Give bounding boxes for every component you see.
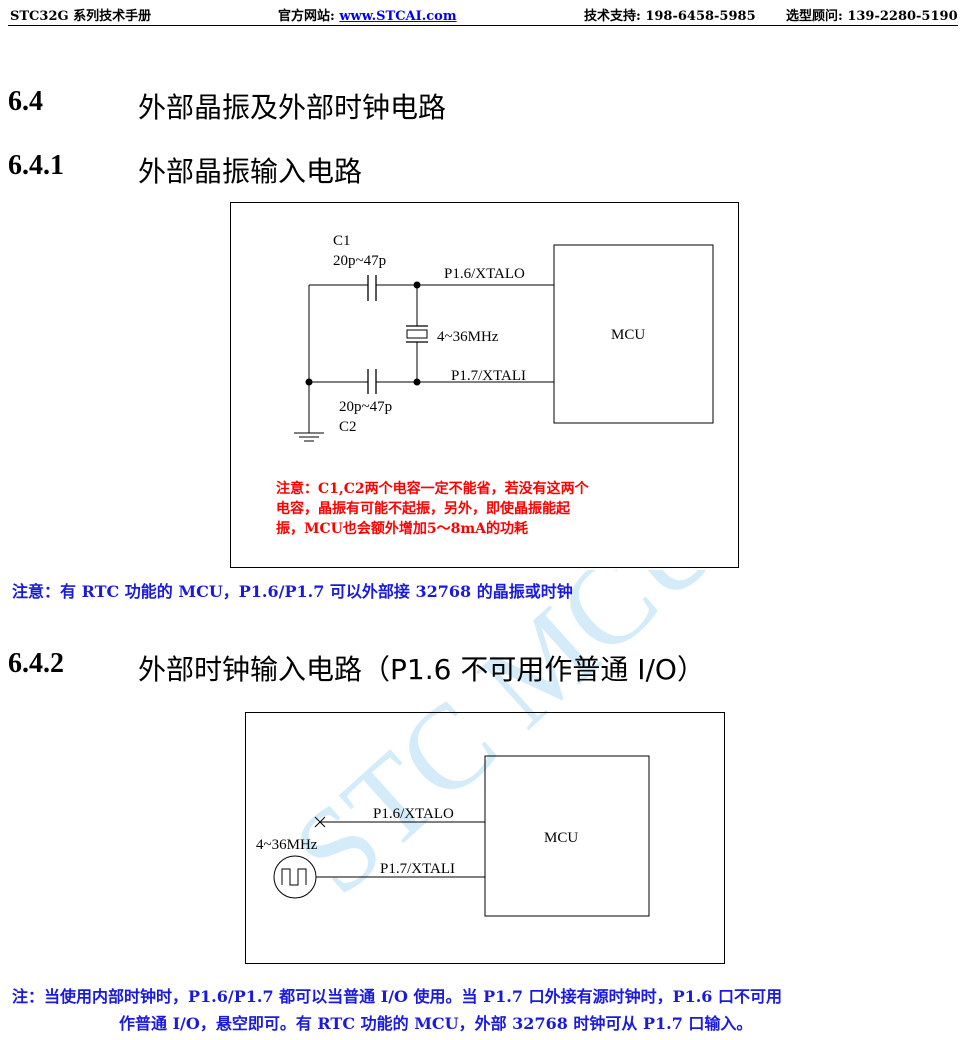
- subsection-1-title: 外部晶振输入电路: [138, 155, 363, 188]
- header-website-link[interactable]: www.STCAI.com: [339, 9, 457, 24]
- warning-line-2: 电容，晶振有可能不起振，另外，即使晶振能起: [276, 501, 570, 517]
- clock-note-line-2: 作普通 I/O，悬空即可。有 RTC 功能的 MCU，外部 32768 时钟可从…: [119, 1014, 753, 1033]
- crystal-circuit-diagram: MCU P1.6/XTALO P1.7/XTALI C1 20p~47p 20p…: [230, 202, 739, 568]
- header-support: 技术支持: 198-6458-5985: [584, 9, 756, 24]
- header-website: 官方网站: www.STCAI.com: [278, 5, 457, 24]
- clock-input-svg: MCU P1.6/XTALO 4~36MHz P1.7/XTALI: [256, 755, 650, 917]
- mcu-block-2: [484, 755, 650, 917]
- pin-xtalo-label: P1.6/XTALO: [444, 266, 525, 282]
- subsection-2-number: 6.4.2: [8, 648, 64, 679]
- clock-input-diagram: MCU P1.6/XTALO 4~36MHz P1.7/XTALI: [245, 712, 725, 964]
- subsection-1-number: 6.4.1: [8, 150, 64, 181]
- clock-usage-note: 注：当使用内部时钟时，P1.6/P1.7 都可以当普通 I/O 使用。当 P1.…: [12, 983, 782, 1037]
- crystal-symbol: [406, 329, 428, 339]
- header-manual-title: STC32G 系列技术手册: [10, 9, 152, 24]
- c1-value: 20p~47p: [333, 253, 386, 269]
- c1-label: C1: [333, 233, 351, 249]
- warning-line-1: 注意：C1,C2两个电容一定不能省，若没有这两个: [276, 481, 589, 497]
- section-number: 6.4: [8, 86, 43, 117]
- section-title: 外部晶振及外部时钟电路: [138, 91, 447, 124]
- warning-line-3: 振，MCU也会额外增加5～8mA的功耗: [276, 521, 529, 537]
- clock-note-line-1: 注：当使用内部时钟时，P1.6/P1.7 都可以当普通 I/O 使用。当 P1.…: [12, 987, 783, 1006]
- capacitor-warning: 注意：C1,C2两个电容一定不能省，若没有这两个 电容，晶振有可能不起振，另外，…: [276, 479, 589, 539]
- crystal-circuit-svg: MCU P1.6/XTALO P1.7/XTALI C1 20p~47p 20p…: [294, 233, 714, 442]
- pin-xtalo-label-2: P1.6/XTALO: [373, 806, 454, 822]
- mcu-block: [553, 244, 714, 424]
- crystal-frequency: 4~36MHz: [437, 329, 499, 345]
- pin-xtali-label-2: P1.7/XTALI: [380, 861, 455, 877]
- subsection-2-title: 外部时钟输入电路（P1.6 不可用作普通 I/O）: [138, 653, 705, 686]
- rtc-note: 注意：有 RTC 功能的 MCU，P1.6/P1.7 可以外部接 32768 的…: [12, 582, 573, 601]
- oscillator-symbol: [273, 855, 317, 899]
- header-divider: [8, 25, 958, 26]
- mcu-label-2: MCU: [544, 830, 578, 846]
- header-website-label: 官方网站:: [278, 9, 335, 24]
- pin-xtali-label: P1.7/XTALI: [451, 368, 526, 384]
- mcu-label: MCU: [611, 327, 645, 343]
- c2-label: C2: [339, 419, 357, 435]
- header-advisor: 选型顾问: 139-2280-5190: [786, 9, 958, 24]
- oscillator-frequency: 4~36MHz: [256, 837, 318, 853]
- c2-value: 20p~47p: [339, 399, 392, 415]
